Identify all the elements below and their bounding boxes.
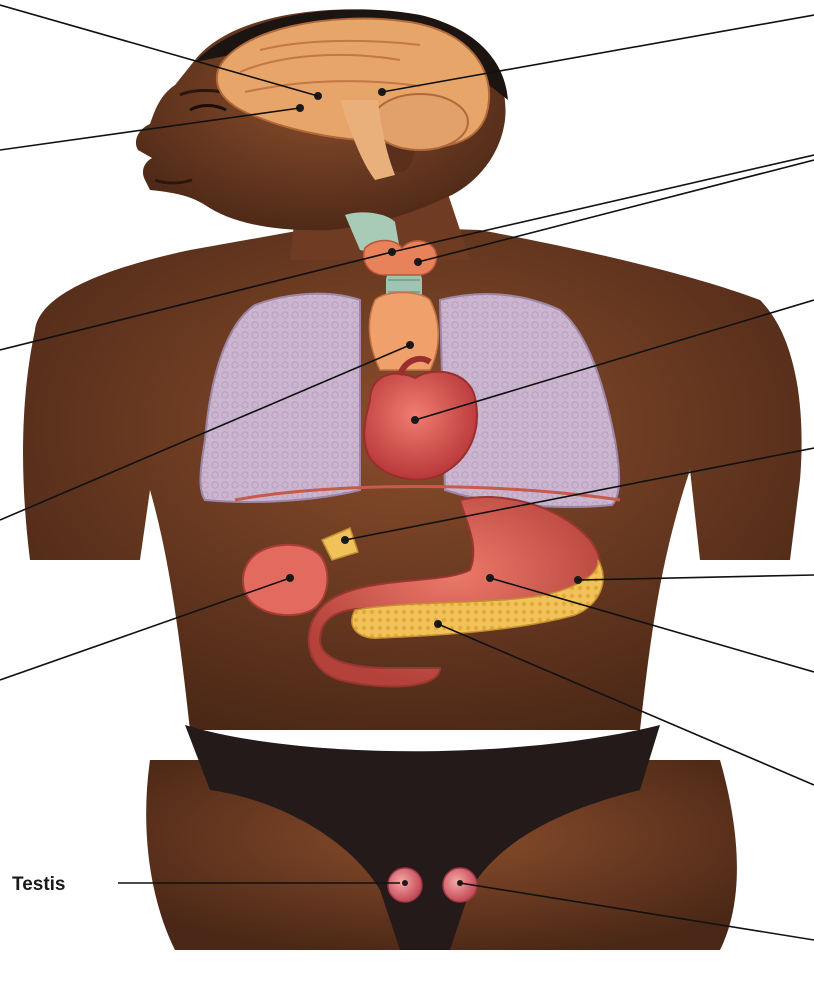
bottom-white-band <box>390 955 814 981</box>
testis-label: Testis <box>12 874 66 895</box>
testis-left-marker <box>402 880 408 886</box>
thyroid-gland <box>364 241 437 276</box>
heart <box>364 359 477 480</box>
